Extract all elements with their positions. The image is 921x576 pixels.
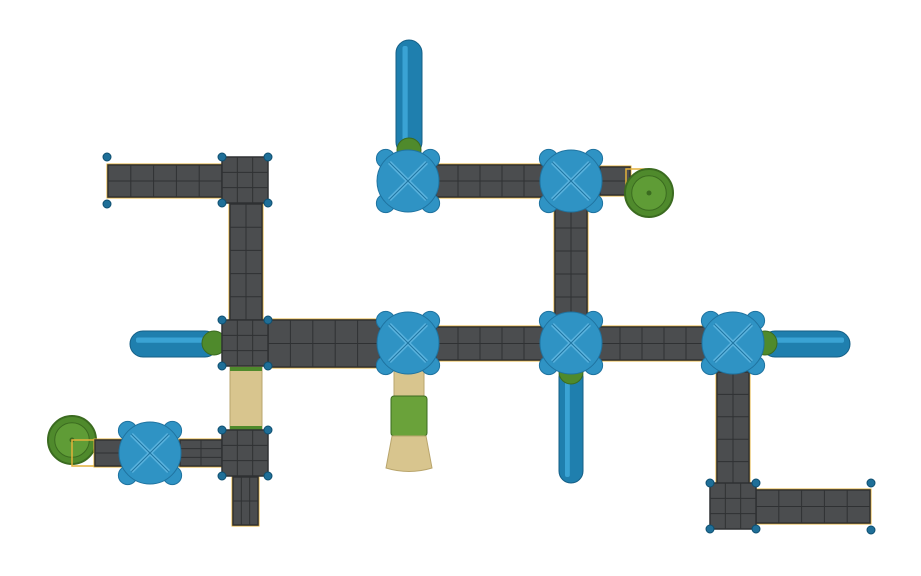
post — [866, 478, 876, 488]
walkway-vertical-left — [228, 202, 264, 322]
post — [102, 199, 112, 209]
post — [217, 471, 227, 481]
square-deck — [709, 482, 757, 530]
post — [217, 361, 227, 371]
tube-slide — [129, 330, 219, 358]
roof-rib-line — [389, 324, 427, 362]
climber-tube — [229, 366, 263, 431]
walkway-wide-center — [266, 318, 382, 369]
post — [751, 524, 761, 534]
square-deck — [221, 319, 269, 367]
post — [866, 525, 876, 535]
dome-roof — [375, 148, 441, 214]
tube-highlight — [136, 337, 212, 343]
post — [263, 471, 273, 481]
walkway-center-right — [596, 325, 710, 362]
walkway-center — [434, 325, 548, 362]
square-deck — [221, 156, 269, 204]
roof-rib-line — [714, 324, 752, 362]
square-deck — [221, 429, 269, 477]
walkway-perforated-down — [231, 475, 260, 527]
tube-highlight — [768, 337, 844, 343]
climbing-column — [385, 369, 433, 472]
post — [217, 152, 227, 162]
roof-rib-line — [552, 162, 590, 200]
deck-platform — [221, 156, 269, 204]
roof-rib-line — [552, 324, 590, 362]
column-green-band — [390, 395, 428, 437]
dome-roof — [538, 310, 604, 376]
dome-roof — [700, 310, 766, 376]
tube-highlight — [402, 46, 408, 149]
climber-tube-rim — [230, 426, 262, 430]
deck-platform — [221, 429, 269, 477]
deck-platform — [221, 319, 269, 367]
post — [263, 198, 273, 208]
post — [263, 425, 273, 435]
spiral-slide — [624, 168, 674, 218]
post — [102, 152, 112, 162]
walkway-vertical-right — [715, 370, 751, 486]
column-base — [385, 435, 433, 472]
dome-roof — [117, 420, 183, 486]
post — [751, 478, 761, 488]
dome-roof — [375, 310, 441, 376]
roof-rib-line — [389, 162, 427, 200]
walkway-bottom-right — [754, 488, 872, 525]
post — [217, 315, 227, 325]
post — [217, 198, 227, 208]
post — [263, 361, 273, 371]
post — [705, 524, 715, 534]
post — [263, 152, 273, 162]
spiral-center-pole — [646, 190, 652, 196]
walkway-top-left — [106, 163, 224, 199]
tube-slide — [395, 39, 423, 156]
roof-rib-line — [131, 434, 169, 472]
post — [263, 315, 273, 325]
walkway-vertical-middle — [553, 203, 589, 322]
climber-tube-rim — [230, 367, 262, 371]
tube-highlight — [565, 371, 570, 477]
walkway-perforated-left — [178, 438, 224, 468]
walkway-top — [434, 163, 548, 199]
climber-tube-body — [229, 366, 263, 431]
deck-platform — [709, 482, 757, 530]
post — [217, 425, 227, 435]
dome-roof — [538, 148, 604, 214]
post — [705, 478, 715, 488]
